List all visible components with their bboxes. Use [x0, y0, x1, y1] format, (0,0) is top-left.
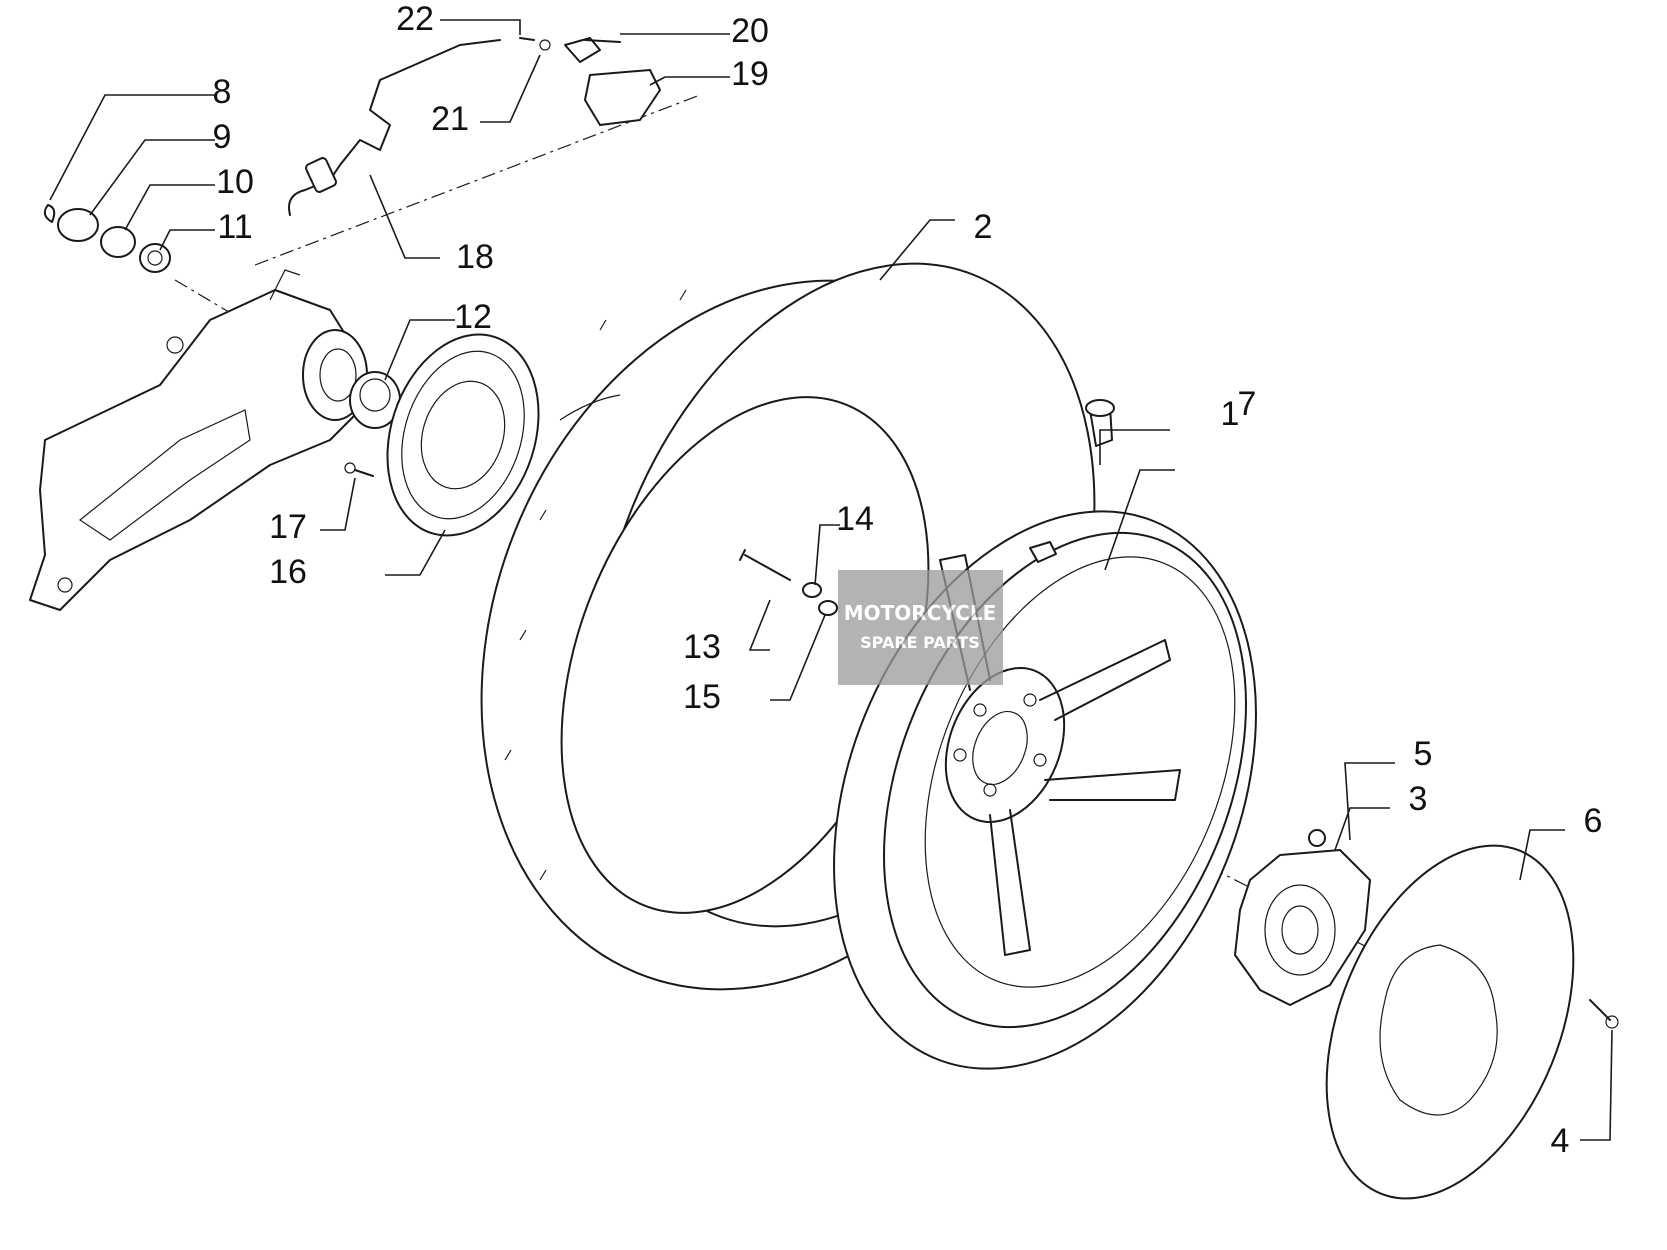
washer-14 [802, 582, 822, 598]
leader-5 [1344, 762, 1395, 841]
callout-11: 11 [217, 208, 252, 246]
leader-12 [384, 319, 455, 381]
leader-16 [385, 529, 446, 576]
callout-3: 3 [1409, 780, 1428, 818]
bolt-17 [354, 469, 374, 477]
callout-5: 5 [1414, 735, 1433, 773]
leader-14 [814, 524, 840, 586]
callout-12: 12 [454, 298, 492, 336]
bolt-20 [584, 39, 621, 43]
callout-19: 19 [731, 55, 769, 93]
leader-3 [1334, 807, 1390, 851]
callout-8: 8 [213, 73, 232, 111]
bearing-11 [139, 243, 171, 273]
callout-16: 16 [269, 553, 307, 591]
bolt-22 [519, 37, 535, 41]
leader-22 [440, 19, 521, 35]
callout-2: 2 [974, 208, 993, 246]
callout-7: 7 [1238, 385, 1257, 423]
abs-sensor-cable [288, 37, 661, 216]
callout-14: 14 [836, 500, 874, 538]
leader-18 [369, 174, 440, 259]
washer-15 [818, 600, 838, 616]
bolt-4 [1589, 999, 1611, 1021]
callout-20: 20 [731, 12, 769, 50]
leader-lines [49, 19, 1613, 1141]
leader-4 [1580, 1029, 1613, 1141]
watermark-line1: MOTORCYCLE [844, 601, 996, 625]
leader-21 [480, 54, 541, 123]
callout-18: 18 [456, 238, 494, 276]
nut-5 [1308, 829, 1326, 847]
callout-labels: 1 2 3 4 5 6 7 8 9 10 11 12 13 14 15 16 1… [213, 0, 1603, 1160]
abs-tone-ring [344, 333, 540, 537]
spacer-stack [43, 204, 171, 273]
nut-10 [100, 226, 136, 258]
leader-9 [89, 139, 215, 216]
leader-6 [1519, 829, 1565, 881]
leader-8 [49, 94, 215, 201]
gear-9 [57, 208, 99, 242]
brake-disc [1325, 844, 1619, 1200]
hub-bolts [739, 549, 838, 616]
callout-22: 22 [396, 0, 434, 38]
leader-19 [649, 76, 730, 86]
callout-1: 1 [1221, 395, 1240, 433]
hub-flange [1234, 829, 1371, 1006]
callout-17: 17 [269, 508, 307, 546]
swing-arm [29, 269, 368, 611]
callout-21: 21 [431, 100, 469, 138]
leader-10 [124, 184, 215, 231]
callout-9: 9 [213, 118, 232, 156]
clip-8 [43, 204, 56, 223]
callout-13: 13 [683, 628, 721, 666]
washer-21 [539, 39, 551, 51]
leader-1 [1104, 469, 1175, 571]
leader-11 [159, 229, 215, 251]
callout-4: 4 [1551, 1122, 1570, 1160]
leader-15 [770, 614, 826, 701]
tire-valve [1029, 399, 1115, 563]
callout-15: 15 [683, 678, 721, 716]
leader-7 [1099, 429, 1170, 465]
callout-10: 10 [216, 163, 254, 201]
watermark: MOTORCYCLE SPARE PARTS [838, 570, 1003, 685]
callout-6: 6 [1584, 802, 1603, 840]
leader-13 [748, 599, 771, 651]
leader-2 [879, 219, 955, 281]
watermark-line2: SPARE PARTS [860, 633, 980, 652]
leader-17 [320, 477, 356, 531]
